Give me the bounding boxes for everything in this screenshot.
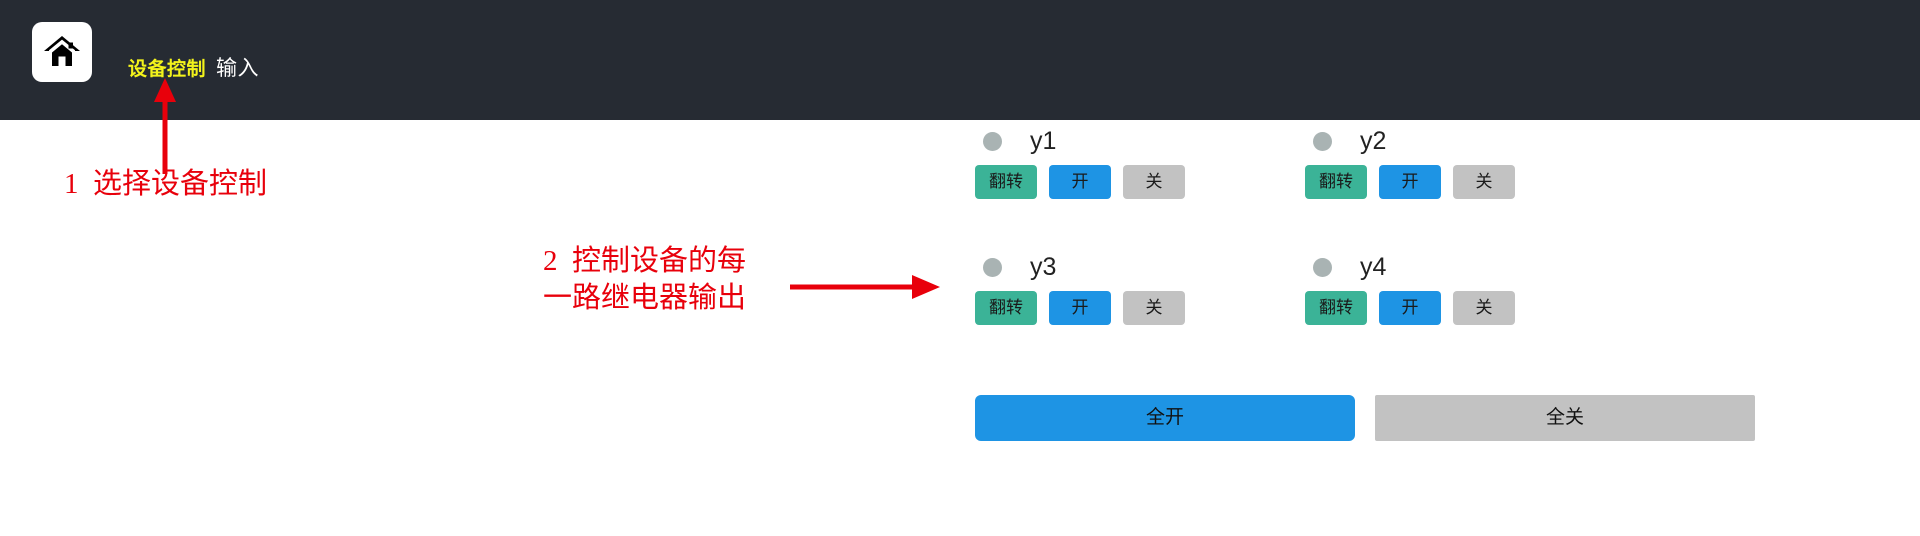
relay-off-button-y3[interactable]: 关 xyxy=(1123,291,1185,325)
relay-group-y4: y4 翻转 开 关 xyxy=(1305,254,1635,325)
nav-item-device-control[interactable]: 设备控制 xyxy=(128,59,207,80)
relay-label-y1: y1 xyxy=(1030,126,1057,155)
status-dot-y4 xyxy=(1313,257,1332,277)
home-button[interactable] xyxy=(32,22,92,82)
relay-buttons-y4: 翻转 开 关 xyxy=(1305,291,1635,325)
relay-buttons-y2: 翻转 开 关 xyxy=(1305,165,1635,199)
nav-item-input[interactable]: 输入 xyxy=(216,57,260,80)
relay-on-button-y2[interactable]: 开 xyxy=(1379,165,1441,199)
relay-buttons-y1: 翻转 开 关 xyxy=(975,165,1305,199)
status-dot-y3 xyxy=(983,257,1002,277)
relay-off-button-y4[interactable]: 关 xyxy=(1453,291,1515,325)
relay-group-y3: y3 翻转 开 关 xyxy=(975,254,1305,325)
relay-grid: y1 翻转 开 关 y2 翻转 开 关 y3 xyxy=(975,128,1775,325)
relay-toggle-button-y2[interactable]: 翻转 xyxy=(1305,165,1367,199)
status-dot-y1 xyxy=(983,131,1002,151)
relay-off-button-y1[interactable]: 关 xyxy=(1123,165,1185,199)
relay-label-y2: y2 xyxy=(1360,126,1387,155)
relay-group-y1: y1 翻转 开 关 xyxy=(975,128,1305,199)
relay-toggle-button-y3[interactable]: 翻转 xyxy=(975,291,1037,325)
top-navigation-bar: 设备控制 输入 xyxy=(0,0,1920,120)
relay-toggle-button-y1[interactable]: 翻转 xyxy=(975,165,1037,199)
relay-label-y4: y4 xyxy=(1360,252,1387,281)
relay-off-button-y2[interactable]: 关 xyxy=(1453,165,1515,199)
all-off-button[interactable]: 全关 xyxy=(1375,395,1755,441)
relay-group-y2: y2 翻转 开 关 xyxy=(1305,128,1635,199)
relay-header-y1: y1 xyxy=(975,128,1305,154)
bulk-action-row: 全开 全关 xyxy=(975,395,1755,441)
nav-links: 设备控制 输入 xyxy=(128,58,259,79)
annotation-2-right-arrow xyxy=(790,275,940,299)
home-icon xyxy=(42,34,82,70)
relay-on-button-y1[interactable]: 开 xyxy=(1049,165,1111,199)
relay-on-button-y4[interactable]: 开 xyxy=(1379,291,1441,325)
status-dot-y2 xyxy=(1313,131,1332,151)
relay-control-panel: y1 翻转 开 关 y2 翻转 开 关 y3 xyxy=(975,128,1775,325)
relay-header-y2: y2 xyxy=(1305,128,1635,154)
annotation-2-text: 2 控制设备的每 一路继电器输出 xyxy=(543,245,747,314)
all-on-button[interactable]: 全开 xyxy=(975,395,1355,441)
relay-buttons-y3: 翻转 开 关 xyxy=(975,291,1305,325)
relay-on-button-y3[interactable]: 开 xyxy=(1049,291,1111,325)
relay-header-y3: y3 xyxy=(975,254,1305,280)
relay-header-y4: y4 xyxy=(1305,254,1635,280)
annotation-1-text: 1 选择设备控制 xyxy=(64,168,268,200)
relay-toggle-button-y4[interactable]: 翻转 xyxy=(1305,291,1367,325)
relay-label-y3: y3 xyxy=(1030,252,1057,281)
